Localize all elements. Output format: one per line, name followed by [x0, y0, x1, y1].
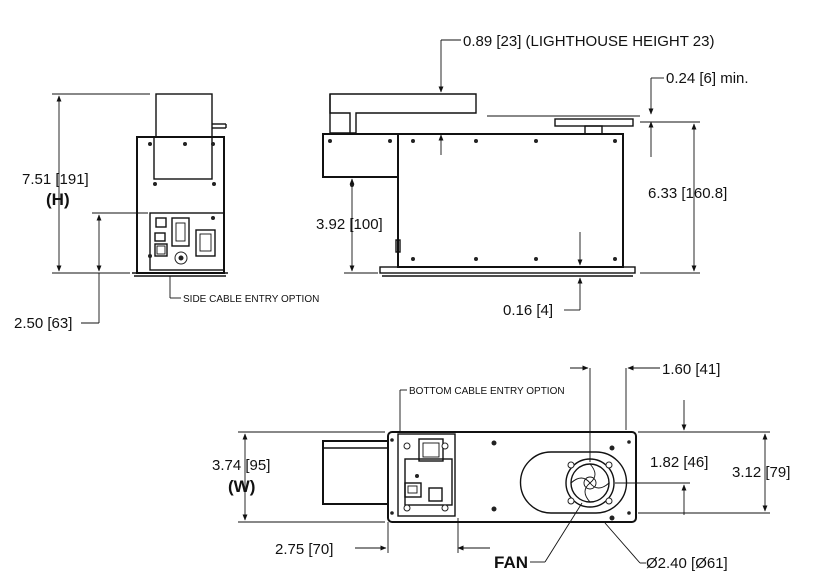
fan-diameter-label: Ø2.40 [Ø61] [646, 555, 728, 572]
side-entry-height-label: 2.50 [63] [14, 315, 72, 332]
fan-center-label: 1.82 [46] [650, 454, 708, 471]
lighthouse-label: 0.89 [23] (LIGHTHOUSE HEIGHT 23) [463, 33, 714, 50]
fan-span-label: 3.12 [79] [732, 464, 790, 481]
height-total-label: 7.51 [191] [22, 171, 89, 188]
side-view [322, 39, 700, 311]
fan-offset-top-label: 1.60 [41] [662, 361, 720, 378]
width-total-label: 3.74 [95] [212, 457, 270, 474]
height-symbol: (H) [46, 190, 70, 209]
lower-height-label: 3.92 [100] [316, 216, 383, 233]
body-height-label: 6.33 [160.8] [648, 185, 727, 202]
min-clearance-label: 0.24 [6] min. [666, 70, 749, 87]
fan-label: FAN [494, 553, 528, 572]
bottom-view [238, 365, 770, 564]
front-view [52, 93, 228, 324]
width-symbol: (W) [228, 477, 255, 496]
bottom-offset-label: 2.75 [70] [275, 541, 333, 558]
bottom-cable-note: BOTTOM CABLE ENTRY OPTION [409, 386, 565, 397]
foot-height-label: 0.16 [4] [503, 302, 553, 319]
side-cable-note: SIDE CABLE ENTRY OPTION [183, 294, 319, 305]
